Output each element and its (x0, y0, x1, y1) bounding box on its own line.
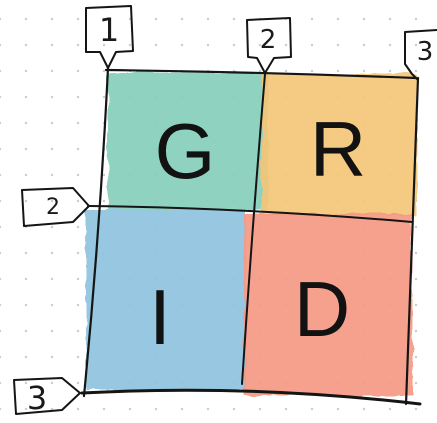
cell-g-fill (108, 72, 268, 210)
cell-r-fill (262, 74, 417, 216)
row-marker-3-label: 3 (27, 379, 47, 417)
cell-d-letter: D (294, 265, 350, 353)
grid-middle-horizontal-line (87, 205, 413, 223)
grid-top-line (104, 68, 418, 80)
grid-middle-vertical-line (241, 73, 266, 385)
row-marker-3: 3 (13, 377, 81, 417)
column-marker-1-label: 1 (99, 11, 119, 49)
cell-g-letter: G (155, 107, 216, 195)
column-marker-2-label: 2 (260, 25, 277, 55)
column-marker-1: 1 (85, 5, 134, 69)
column-marker-3: 3 (404, 29, 437, 81)
cell-i-fill (86, 210, 246, 390)
grid-right-line (404, 76, 420, 406)
column-marker-2: 2 (246, 17, 292, 74)
cell-i-letter: I (149, 273, 171, 361)
cell-d-fill (244, 214, 412, 396)
grid-bottom-line (80, 388, 422, 406)
grid-left-line (82, 66, 110, 398)
row-marker-2: 2 (21, 187, 90, 227)
cell-r-letter: R (310, 105, 366, 193)
row-marker-2-label: 2 (46, 195, 60, 220)
column-marker-3-label: 3 (417, 37, 434, 67)
